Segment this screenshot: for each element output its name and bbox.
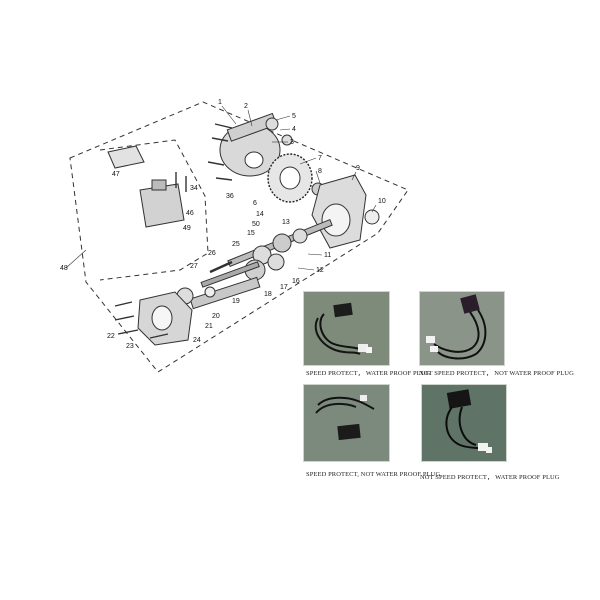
gear-shaft (200, 218, 333, 288)
bolts-left (114, 301, 169, 339)
callout-34: 34 (190, 185, 198, 192)
callout-15: 15 (247, 230, 255, 237)
plug (360, 395, 367, 401)
callout-22: 22 (107, 333, 115, 340)
callout-5: 5 (292, 113, 296, 120)
control-box (460, 294, 480, 314)
output-shaft (176, 276, 261, 310)
callout-47: 47 (112, 171, 120, 178)
main-housing (311, 174, 367, 249)
callout-36: 36 (226, 193, 234, 200)
callout-23: 23 (126, 343, 134, 350)
callout-17: 17 (280, 284, 288, 291)
lower-housing (137, 291, 193, 346)
control-box (337, 423, 361, 441)
variant-caption-3: SPEED PROTECT, NOT WATER PROOF PLUG (306, 471, 441, 478)
callout-19: 19 (232, 298, 240, 305)
callout-46: 46 (186, 210, 194, 217)
bevel-gear (267, 153, 313, 203)
callout-16: 16 (292, 278, 300, 285)
callout-11: 11 (324, 252, 331, 259)
callout-48: 48 (60, 265, 68, 272)
callout-13: 13 (282, 219, 290, 226)
callout-6: 6 (253, 200, 257, 207)
callout-26: 26 (208, 250, 216, 257)
callout-2: 2 (244, 103, 248, 110)
variant-photo-1 (303, 291, 390, 366)
control-box (333, 302, 353, 318)
variant-photo-4 (421, 384, 507, 462)
callout-49: 49 (183, 225, 191, 232)
control-box (446, 389, 472, 409)
callout-10: 10 (378, 198, 386, 205)
callout-3: 3 (290, 139, 294, 146)
variant-caption-1: SPEED PROTECT， WATER PROOF PLUG (306, 370, 431, 377)
plug (478, 443, 488, 451)
assembly-outline (69, 101, 409, 373)
plug (358, 344, 368, 352)
variant-photo-2 (419, 291, 505, 366)
variant-caption-4: NOT SPEED PROTECT， WATER PROOF PLUG (420, 474, 560, 481)
callout-4: 4 (292, 126, 296, 133)
top-cover (219, 112, 293, 177)
sensor-box-outline (99, 139, 209, 281)
variant-photo-3 (303, 384, 390, 462)
pin (209, 260, 233, 274)
callout-1: 1 (218, 99, 222, 106)
callout-20: 20 (212, 313, 220, 320)
sensor-module (107, 145, 187, 228)
callout-8: 8 (318, 168, 322, 175)
callout-50: 50 (252, 221, 260, 228)
callout-9: 9 (356, 165, 360, 172)
bolts-top (207, 123, 233, 181)
callout-18: 18 (264, 291, 272, 298)
leader-lines (65, 105, 377, 271)
plug (426, 336, 435, 343)
variant-caption-2: NOT SPEED PROTECT， NOT WATER PROOF PLUG (419, 370, 574, 377)
callout-12: 12 (316, 267, 324, 274)
callout-14: 14 (256, 211, 264, 218)
callout-24: 24 (193, 337, 201, 344)
callout-21: 21 (205, 323, 213, 330)
callout-7: 7 (318, 155, 322, 162)
callout-25: 25 (232, 241, 240, 248)
callout-27: 27 (190, 263, 198, 270)
